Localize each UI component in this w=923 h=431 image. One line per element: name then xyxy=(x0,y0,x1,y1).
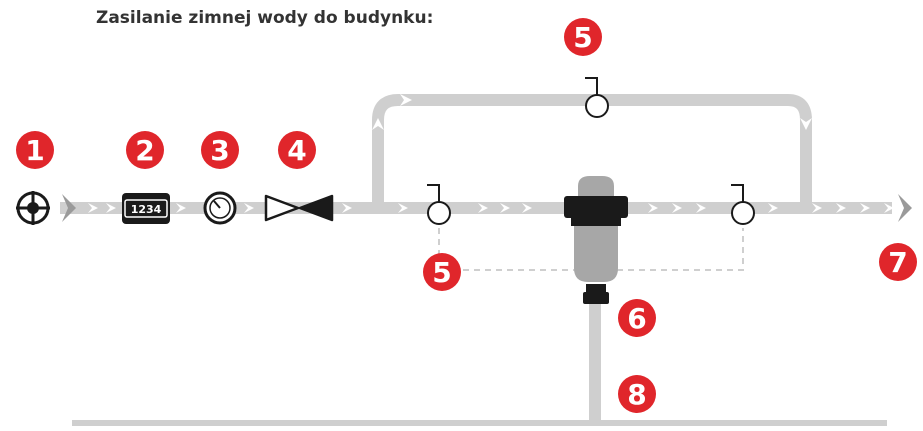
badge-5-bottom: 5 xyxy=(423,253,461,291)
flow-chevrons xyxy=(88,203,894,213)
water-filter-icon xyxy=(564,176,628,304)
svg-text:5: 5 xyxy=(573,21,592,54)
badge-8: 8 xyxy=(618,375,656,413)
svg-text:8: 8 xyxy=(627,378,646,411)
svg-text:1: 1 xyxy=(25,134,44,167)
ground-line xyxy=(72,420,887,426)
gate-valve-icon xyxy=(264,194,334,222)
meter-display: 1234 xyxy=(131,203,162,216)
badge-1: 1 xyxy=(16,131,54,169)
badge-4: 4 xyxy=(278,131,316,169)
pressure-gauge-icon xyxy=(203,191,237,225)
inlet-arrow-icon xyxy=(62,194,76,222)
badge-2: 2 xyxy=(126,131,164,169)
sensor-dashed-line xyxy=(438,228,744,271)
main-valve-icon xyxy=(16,191,50,225)
outlet-valve-icon xyxy=(731,184,755,225)
bypass-valve-icon xyxy=(585,77,609,118)
badge-3: 3 xyxy=(201,131,239,169)
svg-text:4: 4 xyxy=(287,134,306,167)
badge-5-top: 5 xyxy=(564,18,602,56)
svg-text:2: 2 xyxy=(135,134,154,167)
svg-text:3: 3 xyxy=(210,134,229,167)
svg-text:5: 5 xyxy=(432,256,451,289)
water-meter-icon: 1234 xyxy=(122,193,170,224)
outlet-arrow-icon xyxy=(898,194,912,222)
svg-text:6: 6 xyxy=(627,302,646,335)
badge-6: 6 xyxy=(618,299,656,337)
bypass-chevrons xyxy=(372,94,812,130)
inlet-valve-icon xyxy=(427,184,451,225)
svg-text:7: 7 xyxy=(888,246,907,279)
diagram-title: Zasilanie zimnej wody do budynku: xyxy=(96,8,434,28)
drain-pipe xyxy=(589,300,601,426)
badge-7: 7 xyxy=(879,243,917,281)
